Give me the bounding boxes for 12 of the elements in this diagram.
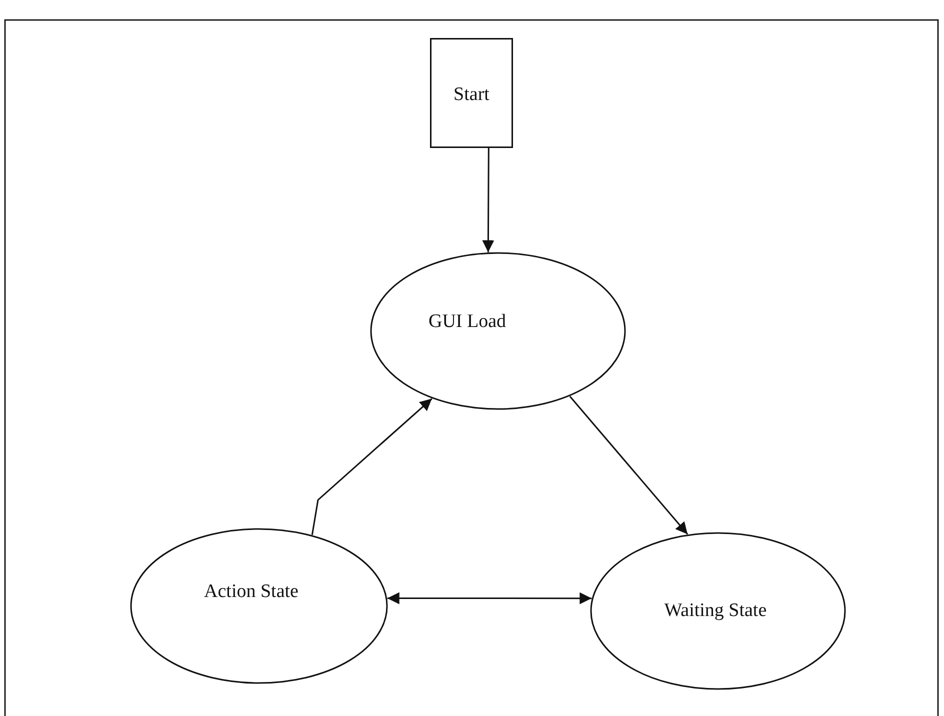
node-label: Waiting State bbox=[664, 600, 767, 622]
node-label: Start bbox=[454, 84, 490, 106]
node-label: Action State bbox=[204, 580, 298, 603]
arrow bbox=[387, 592, 592, 604]
state-ellipse bbox=[370, 252, 626, 410]
arrow bbox=[482, 148, 494, 252]
state-ellipse bbox=[130, 528, 388, 684]
state-box bbox=[430, 38, 513, 148]
state-ellipse bbox=[590, 532, 846, 690]
arrow bbox=[311, 398, 432, 536]
arrow bbox=[569, 396, 688, 535]
node-label: GUI Load bbox=[428, 310, 506, 333]
